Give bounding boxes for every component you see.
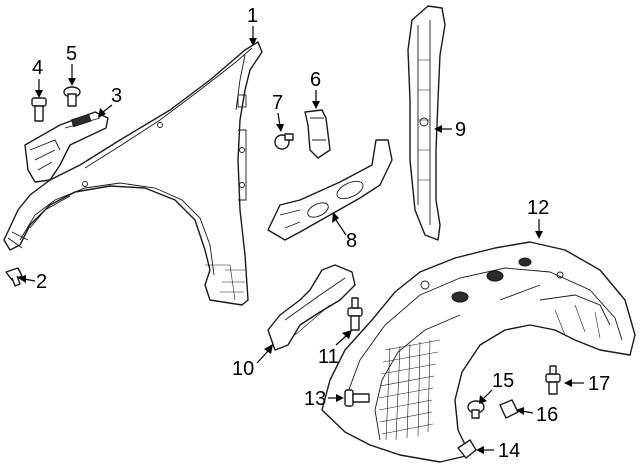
- part-fender: [3, 41, 263, 306]
- svg-text:7: 7: [272, 92, 283, 114]
- part-stud-11: [347, 297, 363, 331]
- callout-14: 14: [476, 440, 520, 462]
- part-nut-16: [499, 399, 519, 419]
- callout-1: 1: [247, 5, 258, 46]
- svg-text:6: 6: [310, 69, 321, 91]
- callout-6: 6: [310, 69, 321, 109]
- callout-3: 3: [98, 85, 122, 118]
- svg-text:14: 14: [498, 440, 520, 462]
- callout-10: 10: [232, 344, 273, 380]
- svg-text:12: 12: [527, 197, 549, 219]
- part-support-bracket-8: [267, 139, 393, 241]
- part-bolt-5: [63, 86, 81, 107]
- svg-text:11: 11: [318, 346, 339, 368]
- part-insulator-bracket: [24, 111, 109, 183]
- svg-text:17: 17: [588, 373, 610, 395]
- svg-text:2: 2: [36, 271, 47, 293]
- callout-8: 8: [332, 212, 357, 252]
- callout-16: 16: [516, 404, 558, 426]
- callout-12: 12: [527, 197, 549, 239]
- svg-text:13: 13: [304, 388, 326, 410]
- svg-text:16: 16: [536, 404, 558, 426]
- liner-grid: [378, 339, 441, 441]
- callout-11: 11: [318, 330, 352, 368]
- part-clip-2: [5, 267, 23, 287]
- callout-7: 7: [272, 92, 284, 132]
- svg-text:8: 8: [346, 230, 357, 252]
- part-nut-7: [274, 133, 294, 150]
- svg-text:4: 4: [32, 57, 43, 79]
- part-clip-15: [467, 400, 485, 419]
- callout-2: 2: [18, 271, 47, 293]
- svg-text:3: 3: [111, 85, 122, 107]
- svg-text:9: 9: [455, 119, 466, 141]
- part-stud-17: [545, 365, 561, 395]
- callout-13: 13: [304, 388, 344, 410]
- part-deflector-10: [267, 264, 356, 351]
- part-bolt-4: [31, 97, 47, 122]
- svg-text:10: 10: [232, 358, 254, 380]
- part-liner-12: [321, 241, 636, 463]
- part-seal-9: [407, 5, 446, 241]
- callout-15: 15: [479, 370, 514, 404]
- callout-5: 5: [66, 43, 77, 86]
- svg-text:5: 5: [66, 43, 77, 65]
- part-bracket-6: [304, 109, 331, 159]
- svg-text:15: 15: [492, 370, 514, 392]
- svg-text:1: 1: [247, 5, 258, 27]
- callout-4: 4: [32, 57, 43, 98]
- callout-17: 17: [564, 373, 610, 395]
- callout-9: 9: [434, 119, 466, 141]
- part-bolt-13: [344, 389, 370, 407]
